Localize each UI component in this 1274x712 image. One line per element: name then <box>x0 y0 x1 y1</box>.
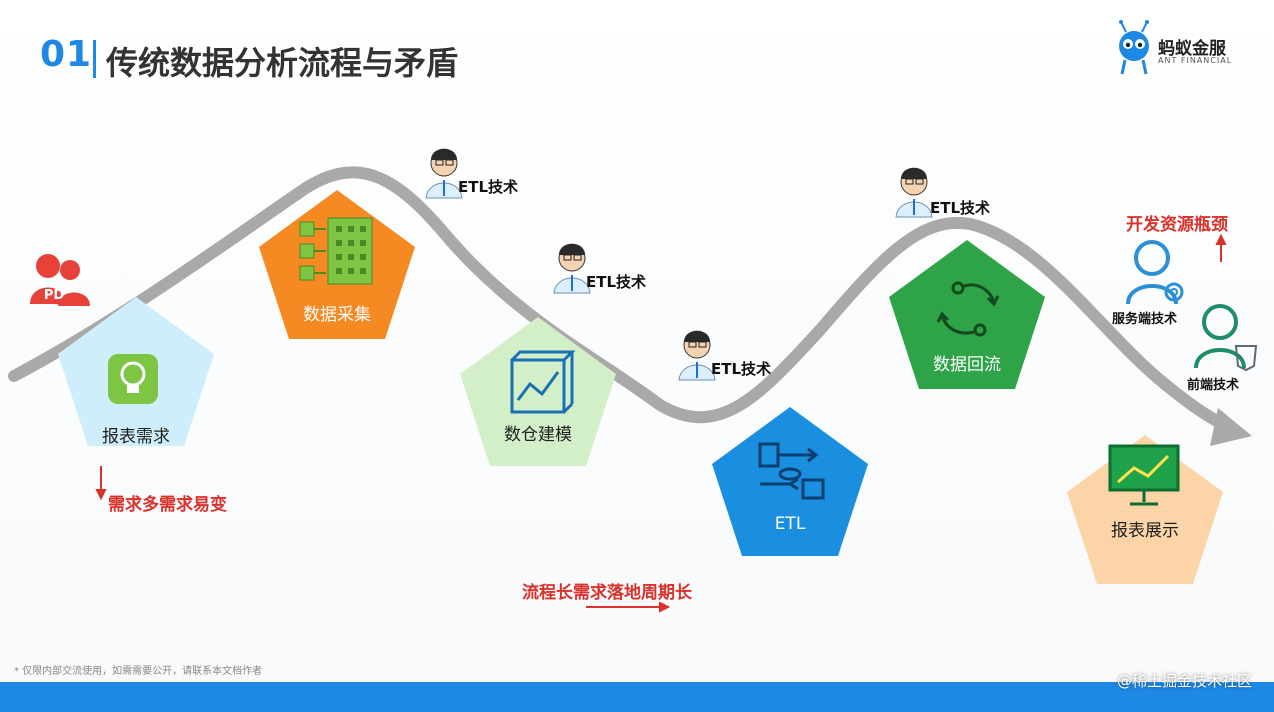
bottleneck-note: 开发资源瓶颈 <box>1126 215 1228 235</box>
report-board-icon <box>1108 444 1180 506</box>
etl-person-avatar-1 <box>425 148 463 199</box>
stage-label-warehouse-model: 数仓建模 <box>504 425 572 445</box>
stage-label-etl: ETL <box>774 514 806 534</box>
slide-title: 传统数据分析流程与矛盾 <box>106 44 459 82</box>
bottom-bar <box>0 682 1274 712</box>
bottleneck-up-arrow-icon <box>1215 233 1227 262</box>
curve-arrowhead-icon <box>1210 408 1252 446</box>
etl-role-label-1: ETL技术 <box>458 178 519 196</box>
cycle-right-arrow-icon <box>586 601 671 613</box>
frontend-developer-icon <box>1194 304 1258 372</box>
title-divider <box>93 40 96 78</box>
server-developer-label: 服务端技术 <box>1112 312 1178 327</box>
stage-label-data-backflow: 数据回流 <box>933 355 1001 375</box>
stage-label-report-display: 报表展示 <box>1111 521 1179 541</box>
pd-people-icon <box>30 254 90 306</box>
pd-badge: PD <box>43 288 65 303</box>
backflow-arrows-icon <box>936 281 1000 337</box>
pentagon-etl <box>712 407 868 556</box>
etl-person-avatar-2 <box>553 243 591 294</box>
demand-down-arrow-icon <box>95 466 107 501</box>
etl-role-label-4: ETL技术 <box>930 199 991 217</box>
etl-role-label-3: ETL技术 <box>711 360 772 378</box>
data-collection-icon <box>299 217 373 285</box>
demand-note: 需求多需求易变 <box>108 495 227 515</box>
warehouse-cube-icon <box>510 350 576 414</box>
pentagon-report-display <box>1067 435 1223 584</box>
watermark: @稀土掘金技术社区 <box>1116 672 1252 690</box>
footer-note: * 仅限内部交流使用，如需需要公开，请联系本文档作者 <box>14 666 263 677</box>
frontend-developer-label: 前端技术 <box>1187 378 1240 393</box>
etl-person-avatar-4 <box>895 167 933 218</box>
stage-label-report-demand: 报表需求 <box>102 427 170 447</box>
stage-label-data-collection: 数据采集 <box>303 305 371 325</box>
section-number: 01 <box>40 34 93 75</box>
logo-subtitle: ANT FINANCIAL <box>1158 56 1233 65</box>
pentagon-data-backflow <box>889 240 1045 389</box>
process-curve <box>8 166 1238 434</box>
ant-logo-icon <box>1119 20 1149 75</box>
lightbulb-icon <box>108 354 158 404</box>
server-developer-icon <box>1126 240 1184 305</box>
etl-person-avatar-3 <box>678 330 716 381</box>
logo-name: 蚂蚁金服 <box>1158 39 1226 59</box>
etl-flow-icon <box>758 442 825 500</box>
etl-role-label-2: ETL技术 <box>586 273 647 291</box>
cycle-note: 流程长需求落地周期长 <box>522 583 692 603</box>
